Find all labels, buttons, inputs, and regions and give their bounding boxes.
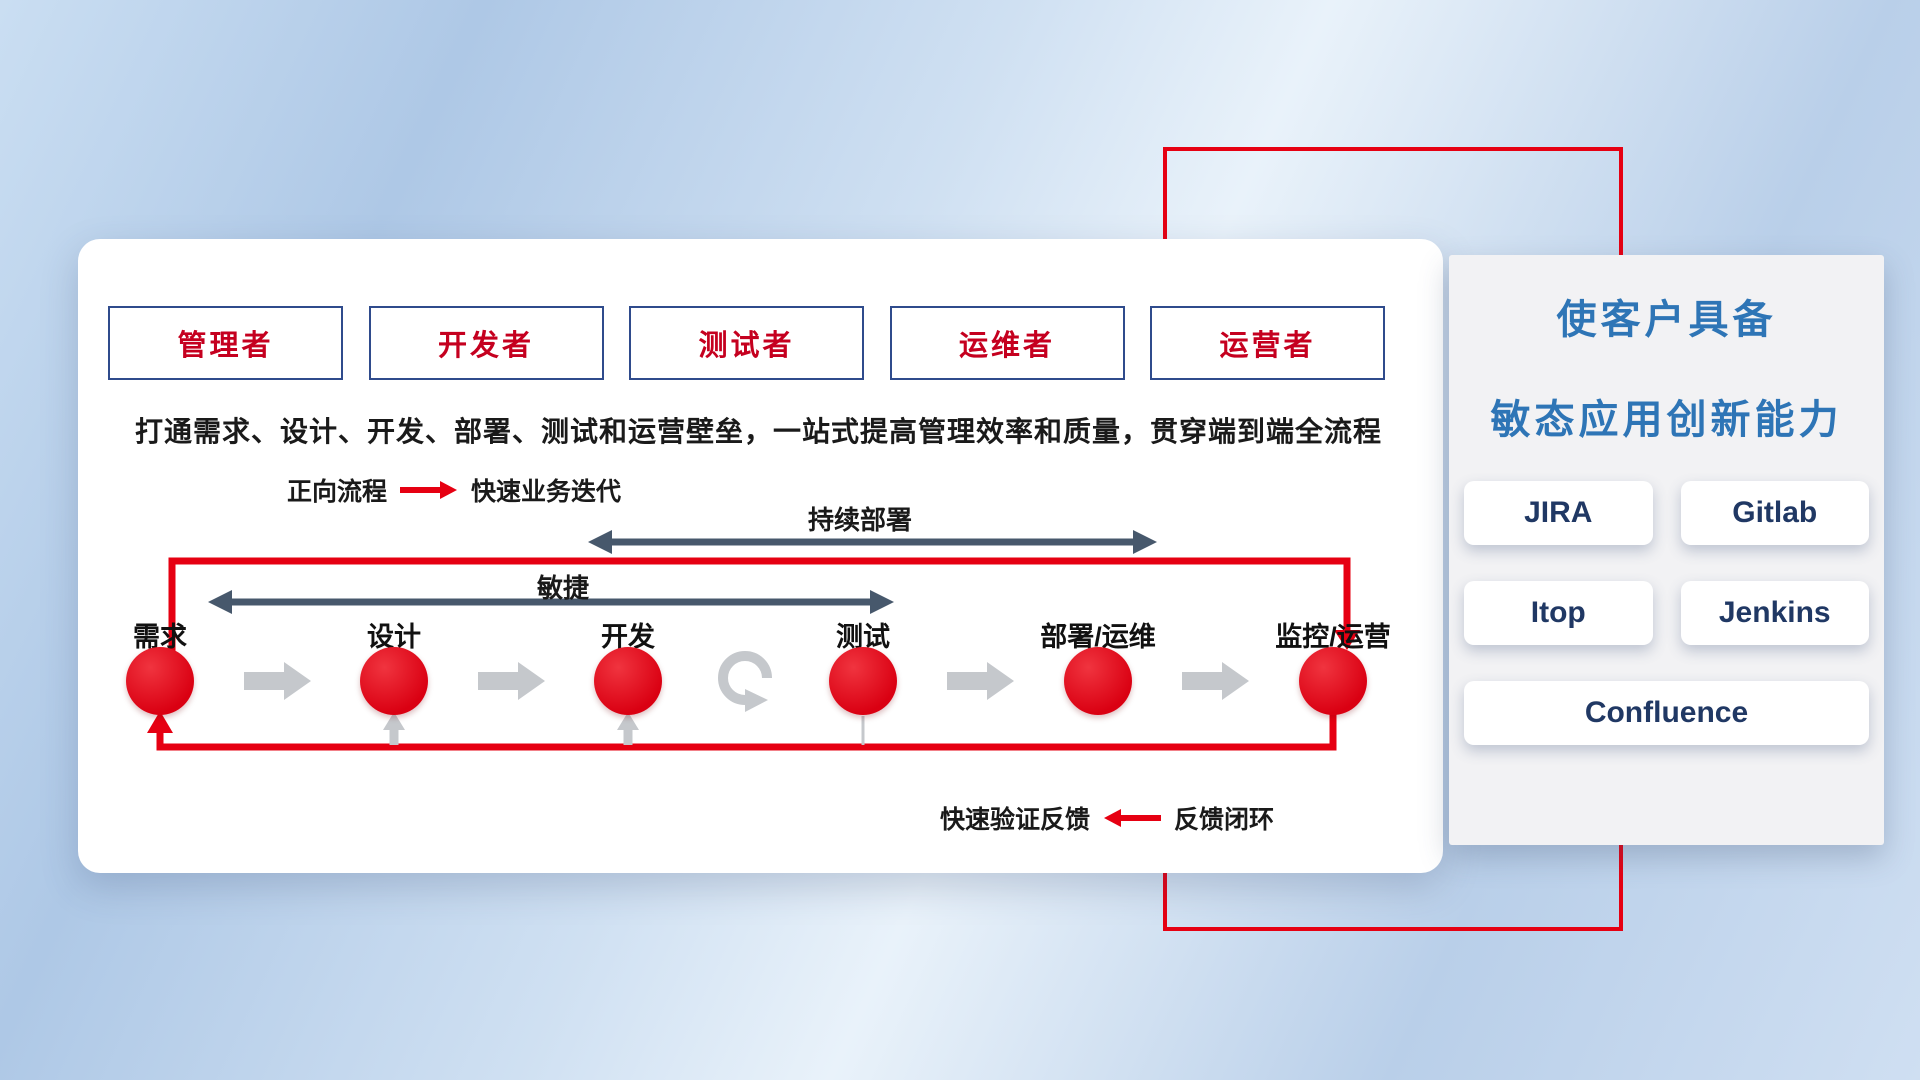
- tool-gitlab: Gitlab: [1680, 481, 1869, 545]
- role-label: 开发者: [437, 330, 534, 362]
- continuous-deployment-label: 持续部署: [807, 505, 912, 535]
- panel-title-line2: 敏态应用创新能力: [1490, 398, 1843, 442]
- feedback-legend-caption: 快速验证反馈: [940, 806, 1091, 834]
- capability-panel: 使客户具备 敏态应用创新能力 JIRA Gitlab Itop Jenkins …: [1449, 255, 1884, 845]
- flow-arrow: [1182, 662, 1249, 700]
- role-box-developer: 开发者: [368, 306, 604, 380]
- feedback-legend-label: 反馈闭环: [1174, 806, 1275, 834]
- role-box-manager: 管理者: [108, 306, 343, 380]
- feedback-legend: 快速验证反馈 反馈闭环: [940, 800, 1274, 836]
- role-label: 管理者: [177, 330, 274, 362]
- agile-arrowhead-left: [208, 590, 232, 614]
- iteration-loop-icon: [718, 651, 772, 705]
- process-description: 打通需求、设计、开发、部署、测试和运营壁垒，一站式提高管理效率和质量，贯穿端到端…: [135, 416, 1383, 447]
- feedback-arrow-icon: [1104, 809, 1162, 827]
- forward-legend: 正向流程 快速业务迭代: [287, 472, 621, 508]
- node-circle-testing: [829, 647, 897, 715]
- iteration-loop-arrowhead: [745, 689, 768, 712]
- role-box-ops: 运维者: [889, 306, 1125, 380]
- forward-legend-label: 正向流程: [287, 478, 388, 506]
- node-circle-development: [594, 647, 662, 715]
- role-label: 运维者: [958, 330, 1055, 362]
- agile-label: 敏捷: [536, 573, 589, 603]
- role-box-tester: 测试者: [629, 306, 864, 380]
- tool-itop: Itop: [1464, 581, 1653, 645]
- continuous-deployment-arrowhead-left: [588, 530, 612, 554]
- flow-arrow: [244, 662, 311, 700]
- role-label: 测试者: [698, 330, 795, 362]
- tool-confluence: Confluence: [1464, 681, 1869, 745]
- roles-row: 管理者 开发者 测试者 运维者 运营者: [108, 306, 1385, 380]
- node-circle-requirements: [126, 647, 194, 715]
- tool-jenkins: Jenkins: [1680, 581, 1869, 645]
- tools-grid: JIRA Gitlab Itop Jenkins Confluence: [1464, 481, 1869, 745]
- flow-arrow: [947, 662, 1014, 700]
- role-label: 运营者: [1219, 330, 1316, 362]
- flow-arrow: [478, 662, 545, 700]
- workflow-card: 管理者 开发者 测试者 运维者 运营者 打通需求、设计、开发、部署、测试和运营壁…: [78, 239, 1443, 873]
- forward-arrow-icon: [400, 481, 458, 499]
- role-box-operator: 运营者: [1150, 306, 1385, 380]
- node-circle-deploy-ops: [1064, 647, 1132, 715]
- continuous-deployment-arrowhead-right: [1133, 530, 1157, 554]
- forward-legend-caption: 快速业务迭代: [471, 478, 622, 506]
- agile-arrowhead-right: [870, 590, 894, 614]
- node-circle-monitor-operations: [1299, 647, 1367, 715]
- panel-title: 使客户具备 敏态应用创新能力: [1449, 270, 1884, 470]
- node-circle-design: [360, 647, 428, 715]
- feedback-loop-path: [156, 713, 1337, 751]
- tool-jira: JIRA: [1464, 481, 1653, 545]
- panel-title-line1: 使客户具备: [1556, 298, 1777, 342]
